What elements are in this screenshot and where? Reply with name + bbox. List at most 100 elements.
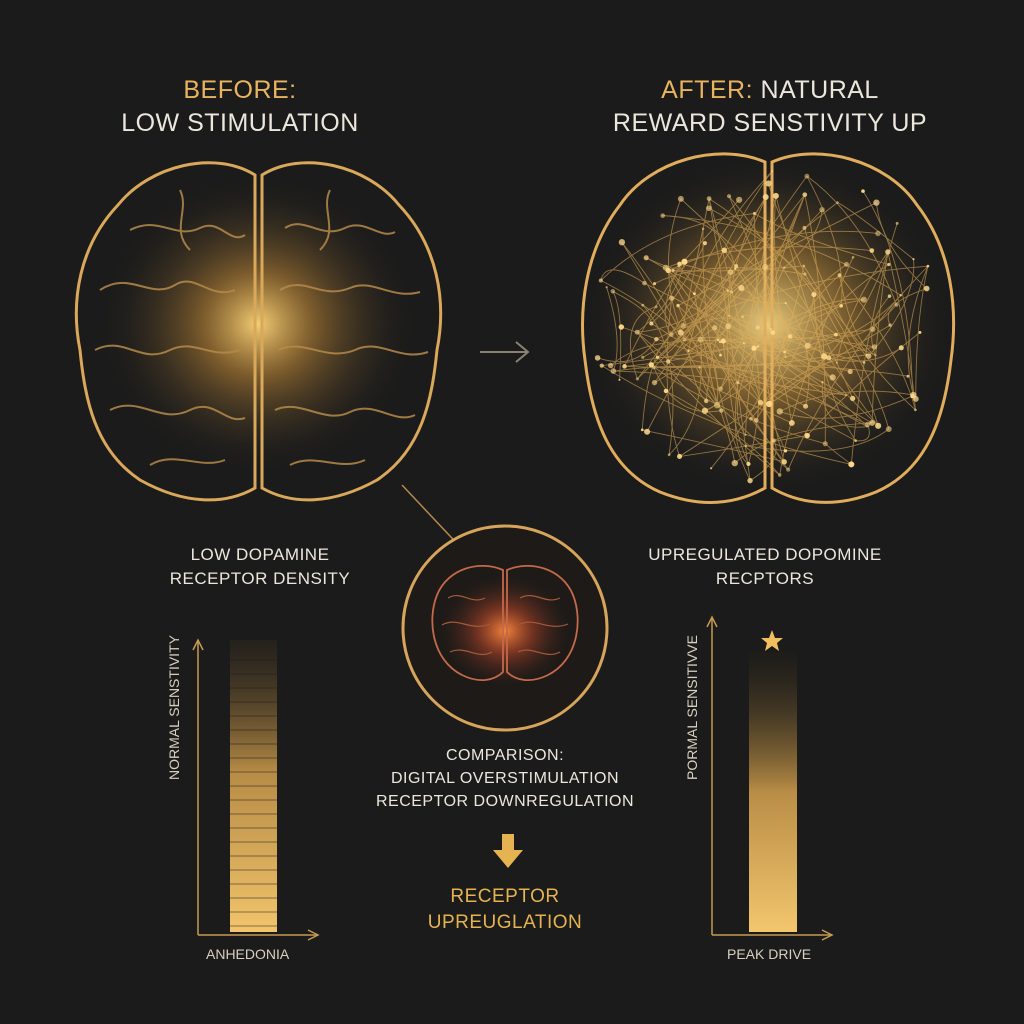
brain-after bbox=[581, 152, 956, 504]
neural-fiber bbox=[772, 332, 833, 378]
neuron-dot bbox=[736, 196, 743, 203]
neuron-dot bbox=[783, 266, 786, 270]
neuron-dot bbox=[914, 408, 917, 412]
neuron-dot bbox=[716, 338, 720, 342]
neural-fiber bbox=[785, 294, 901, 358]
neuron-dot bbox=[643, 255, 649, 261]
neuron-dot bbox=[660, 213, 665, 218]
neuron-dot bbox=[681, 258, 688, 265]
neuron-dot bbox=[641, 355, 645, 359]
star-icon bbox=[761, 630, 783, 651]
neural-fiber bbox=[612, 290, 652, 324]
neuron-dot bbox=[869, 419, 876, 426]
neuron-dot bbox=[804, 342, 811, 349]
result-line1: RECEPTOR bbox=[450, 886, 560, 907]
neuron-dot bbox=[871, 344, 878, 350]
neural-fiber bbox=[651, 323, 856, 442]
comparison-text: COMPARISON: DIGITAL OVERSTIMULATION RECE… bbox=[355, 744, 655, 813]
neuron-dot bbox=[594, 355, 601, 361]
neuron-dot bbox=[731, 459, 738, 467]
neural-fiber bbox=[641, 334, 672, 430]
neuron-dot bbox=[783, 449, 788, 453]
neural-fiber bbox=[714, 327, 868, 427]
neuron-dot bbox=[734, 267, 737, 270]
neuron-dot bbox=[736, 381, 740, 385]
neuron-dot bbox=[634, 329, 640, 335]
neuron-dot bbox=[751, 345, 757, 351]
neuron-dot bbox=[885, 426, 892, 432]
neural-fiber bbox=[828, 347, 902, 362]
neural-fiber bbox=[875, 202, 928, 289]
neuron-dot bbox=[837, 273, 842, 277]
neural-fiber bbox=[723, 340, 761, 403]
neuron-dot bbox=[923, 285, 930, 292]
neuron-dot bbox=[618, 324, 625, 330]
neural-fiber bbox=[653, 194, 806, 368]
neural-fiber bbox=[693, 293, 718, 406]
neuron-dot bbox=[788, 420, 795, 426]
after-heading-line2: REWARD SENSTIVITY UP bbox=[612, 109, 928, 137]
neuron-dot bbox=[677, 261, 682, 267]
neuron-dot bbox=[802, 192, 808, 197]
neuron-dot bbox=[862, 361, 866, 364]
neural-fiber bbox=[744, 267, 785, 435]
neural-fiber bbox=[678, 265, 851, 372]
neuron-dot bbox=[803, 272, 807, 276]
neuron-dot bbox=[844, 394, 847, 397]
neural-fiber bbox=[671, 317, 758, 335]
neuron-dot bbox=[605, 286, 608, 289]
neuron-dot bbox=[697, 336, 704, 343]
result-line2: UPREUGLATION bbox=[427, 912, 583, 933]
neural-fiber bbox=[785, 302, 810, 407]
neuron-dot bbox=[847, 368, 853, 375]
after-heading-rest: NATURAL bbox=[753, 76, 879, 104]
after-title: AFTER: NATURAL REWARD SENSTIVITY UP bbox=[580, 74, 960, 140]
neuron-dot bbox=[836, 201, 839, 204]
neuron-dot bbox=[725, 323, 731, 330]
neuron-dot bbox=[729, 290, 734, 294]
neuron-dot bbox=[607, 362, 614, 369]
neuron-dot bbox=[787, 334, 793, 339]
neuron-dot bbox=[771, 170, 774, 173]
neuron-dot bbox=[851, 255, 855, 259]
neuron-dot bbox=[784, 302, 787, 305]
neural-fiber bbox=[813, 294, 856, 441]
after-caption: UPREGULATED DOPOMINE RECPTORS bbox=[630, 543, 900, 591]
neuron-dot bbox=[804, 432, 810, 439]
neuron-dot bbox=[599, 363, 604, 368]
neuron-dot bbox=[618, 239, 626, 246]
neural-fiber bbox=[651, 242, 706, 324]
neuron-dot bbox=[839, 304, 843, 308]
neuron-dot bbox=[874, 354, 877, 357]
neural-fiber bbox=[642, 336, 745, 358]
neural-fiber bbox=[601, 365, 852, 465]
neural-fiber bbox=[915, 266, 929, 399]
neural-fiber bbox=[807, 264, 890, 347]
neural-fiber bbox=[727, 325, 847, 396]
neural-fiber bbox=[606, 287, 618, 372]
neuron-dot bbox=[649, 321, 654, 326]
neuron-dot bbox=[698, 366, 701, 369]
neuron-dot bbox=[721, 247, 728, 254]
neural-fiber bbox=[612, 291, 622, 380]
neuron-dot bbox=[741, 315, 744, 318]
neuron-dot bbox=[770, 330, 776, 335]
neuron-dot bbox=[912, 258, 915, 261]
neural-fiber bbox=[668, 339, 703, 456]
neuron-dot bbox=[641, 303, 645, 307]
neuron-dot bbox=[894, 302, 899, 307]
neuron-dot bbox=[648, 362, 654, 368]
neural-fiber bbox=[646, 175, 808, 432]
neuron-dot bbox=[895, 221, 899, 225]
neuron-dot bbox=[776, 408, 783, 415]
neural-fiber bbox=[668, 230, 878, 271]
neuron-dot bbox=[671, 268, 675, 272]
neuron-dot bbox=[719, 408, 724, 413]
before-caption-line2: RECEPTOR DENSITY bbox=[169, 569, 351, 588]
neuron-dot bbox=[726, 194, 732, 199]
neuron-dot bbox=[899, 294, 902, 297]
neuron-dot bbox=[860, 296, 867, 303]
neural-fiber bbox=[665, 267, 789, 470]
before-y-axis-label: NORMAL SENSTIVITY bbox=[166, 635, 182, 780]
